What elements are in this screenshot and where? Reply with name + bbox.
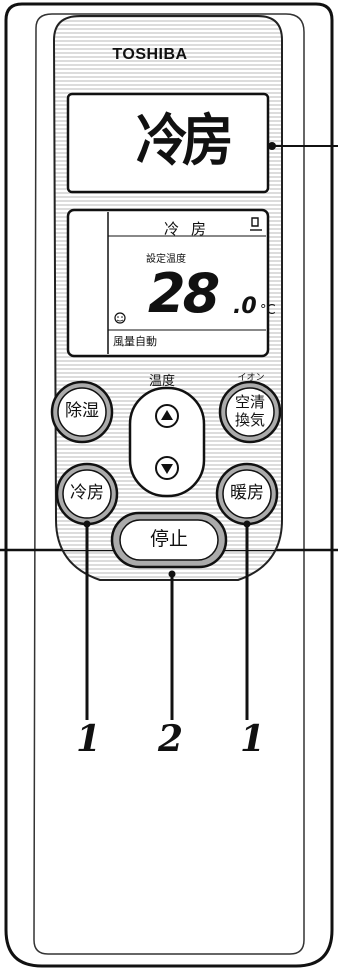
fan-mode-label: 風量自動 xyxy=(113,335,157,348)
setting-temp-label: 設定温度 xyxy=(146,254,186,265)
temperature-decimal: .0 xyxy=(233,294,257,319)
smiley-icon xyxy=(114,312,126,324)
brand-logo: TOSHIBA xyxy=(112,46,188,63)
callout-number-right: 1 xyxy=(240,718,266,760)
temperature-value: 28 xyxy=(148,262,220,325)
fan-indicator-icon xyxy=(251,217,259,227)
air-clean-label-1: 空清 xyxy=(234,393,265,411)
cool-button-label: 冷房 xyxy=(70,483,104,503)
dehumidify-button[interactable] xyxy=(50,380,114,444)
temp-up-button[interactable] xyxy=(155,404,179,428)
callout-number-center: 2 xyxy=(158,718,184,760)
stop-button[interactable] xyxy=(110,511,228,569)
temperature-label: 温度 xyxy=(148,374,175,389)
stop-button-label: 停止 xyxy=(149,528,188,550)
callout-lines xyxy=(83,520,251,720)
air-clean-button[interactable] xyxy=(218,380,282,444)
lcd-screen xyxy=(66,208,270,358)
lcd-mode-label: 冷房 xyxy=(163,220,218,238)
top-display-mode-text: 冷房 xyxy=(136,109,234,174)
up-arrow-icon xyxy=(161,410,173,420)
callout-number-left: 1 xyxy=(76,718,102,760)
air-clean-label-2: 換気 xyxy=(234,411,265,429)
dehumidify-button-label: 除湿 xyxy=(65,401,99,421)
heat-button-label: 暖房 xyxy=(230,483,264,503)
ion-label: イオン xyxy=(237,373,265,383)
temperature-unit: °C xyxy=(260,303,276,318)
temperature-rocker xyxy=(128,386,206,498)
down-arrow-icon xyxy=(161,464,173,474)
temp-down-button[interactable] xyxy=(155,456,179,480)
cool-button[interactable] xyxy=(55,462,119,526)
display-callout-line xyxy=(268,142,338,150)
top-display xyxy=(66,92,270,194)
